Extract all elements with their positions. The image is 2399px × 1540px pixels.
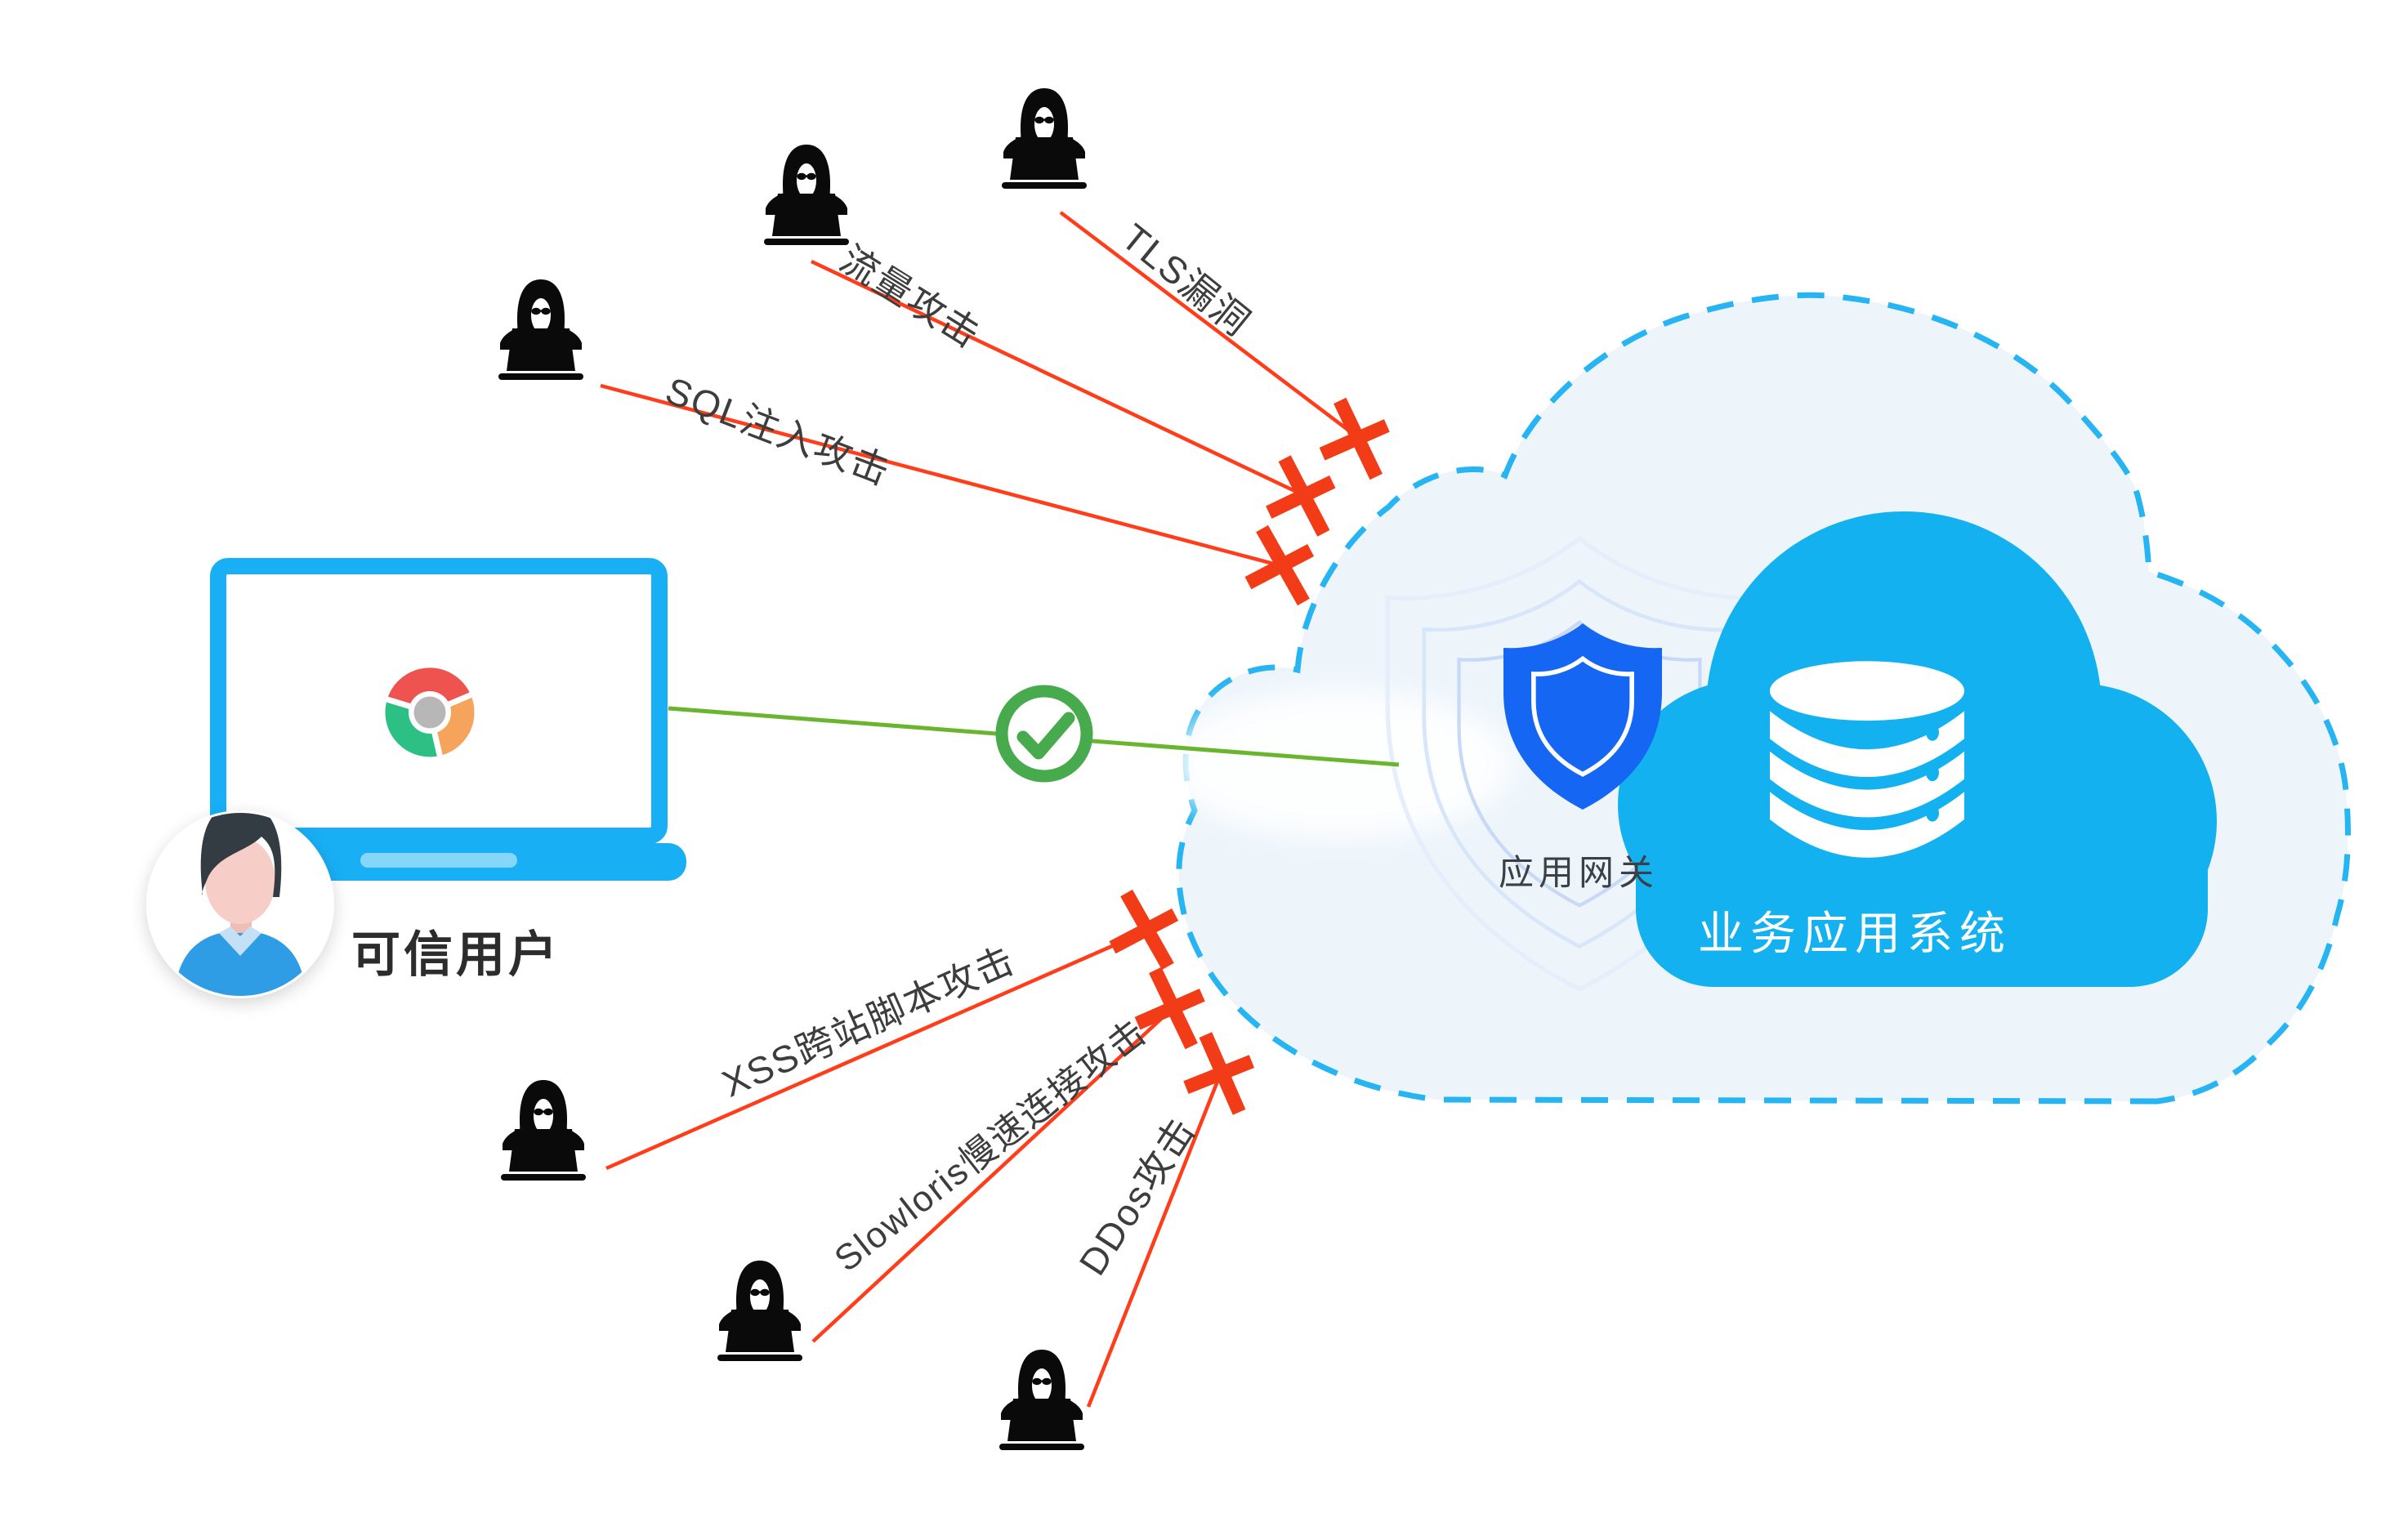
attack-line-ddos — [1086, 1074, 1222, 1408]
x-icon — [1183, 1032, 1255, 1115]
hacker-icon-xss — [501, 1080, 586, 1181]
database-icon — [1770, 661, 1964, 858]
blocked-x-marks — [1109, 397, 1390, 1115]
attack-line-sql — [600, 383, 1280, 568]
hacker-icon-ddos — [999, 1350, 1084, 1450]
hacker-icon-slowloris — [717, 1261, 802, 1361]
x-icon — [1109, 889, 1179, 971]
x-icon — [1319, 397, 1390, 480]
attack-line-traffic — [811, 259, 1302, 497]
user-avatar — [146, 810, 334, 998]
attack-line-slowloris — [811, 1008, 1173, 1343]
laptop-icon — [210, 558, 686, 881]
attack-line-xss — [605, 929, 1146, 1171]
check-icon — [995, 685, 1093, 783]
attack-line-tls — [1059, 211, 1358, 438]
attack-lines — [600, 211, 1358, 1408]
hacker-icon-tls — [1002, 88, 1087, 189]
gateway-label: 应用网关 — [1499, 854, 1659, 893]
hacker-icon-traffic — [764, 145, 849, 245]
hacker-icon-sql — [498, 279, 583, 380]
chrome-icon — [379, 662, 480, 763]
x-icon — [1244, 524, 1315, 606]
x-icon — [1266, 455, 1336, 537]
x-icon — [1134, 966, 1205, 1050]
trusted-user-label: 可信用户 — [351, 927, 561, 982]
business-system-label: 业务应用系统 — [1698, 908, 2012, 959]
